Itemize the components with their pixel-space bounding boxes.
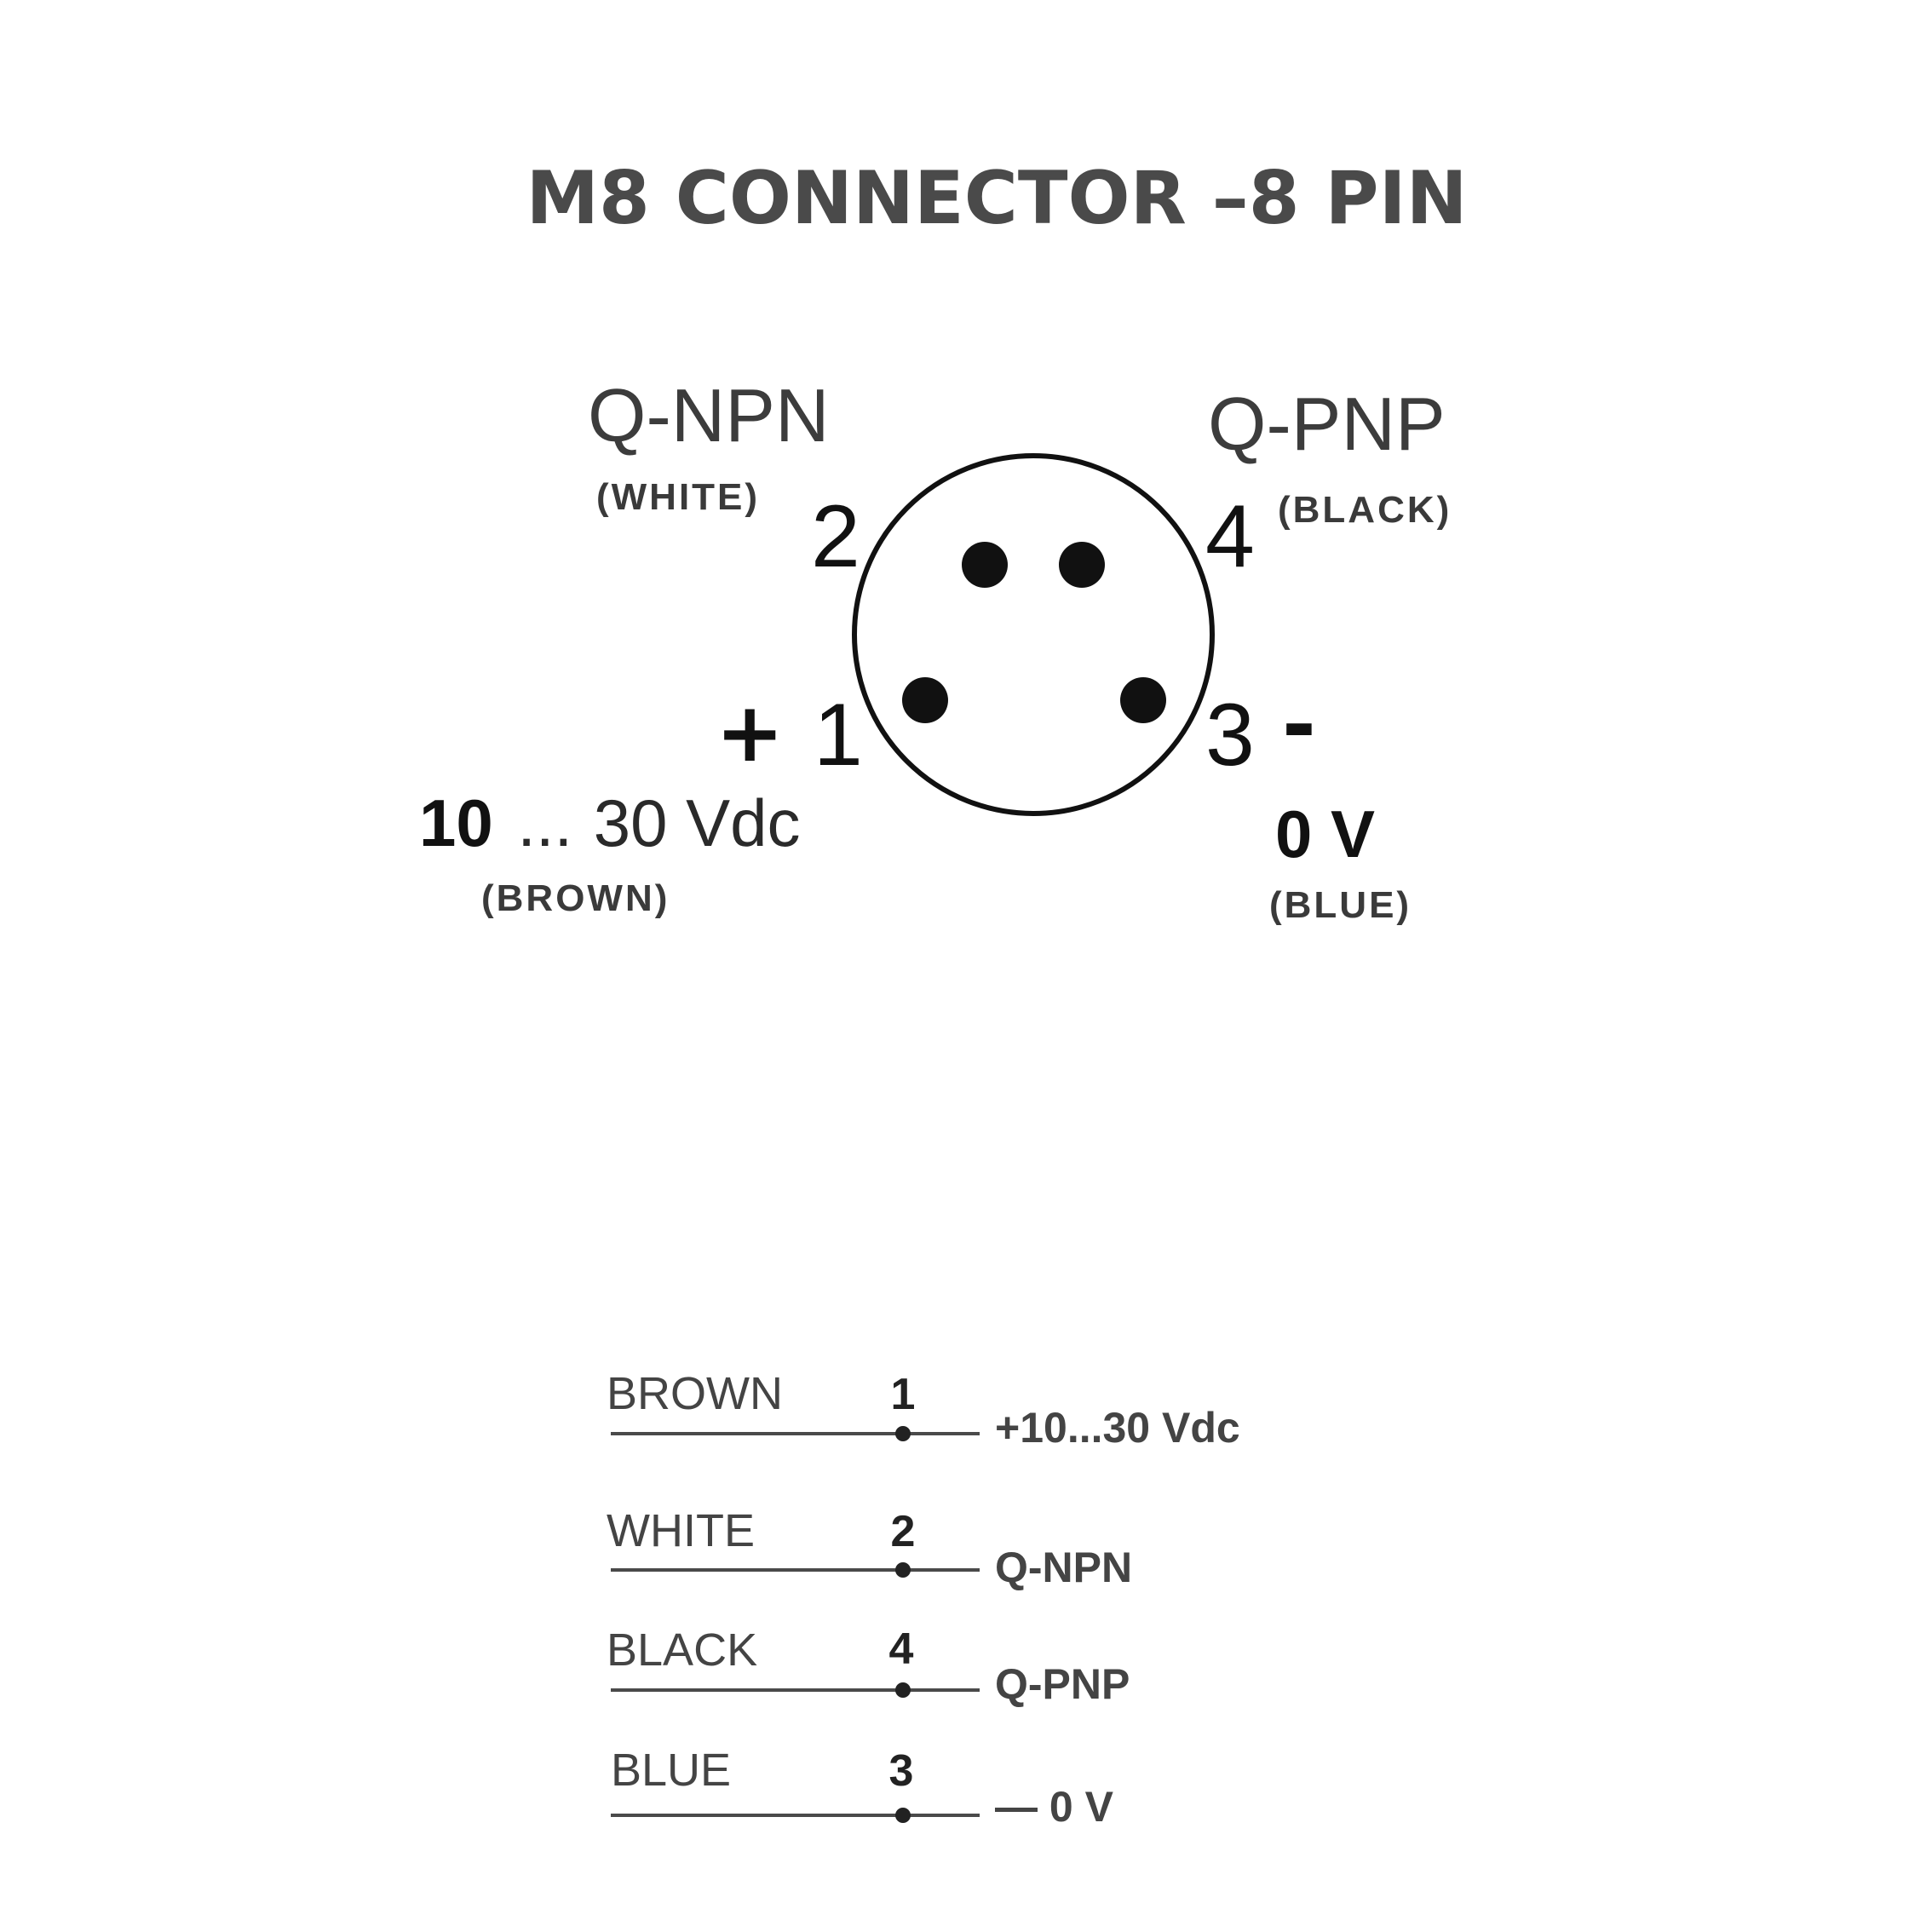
pin-3-wire-color: (BLUE) <box>1269 884 1412 926</box>
wire-pin-number: 1 <box>891 1370 916 1419</box>
wiring-table: BROWN 1 +10...30 Vdc WHITE 2 Q-NPN BLACK… <box>607 1368 1240 1831</box>
wire-function: +10...30 Vdc <box>995 1404 1240 1452</box>
wire-junction <box>895 1562 911 1578</box>
pin-1-supply: 10 ... 30 Vdc <box>419 785 801 860</box>
wire-row-blue: BLUE 3 — 0 V <box>611 1745 1114 1831</box>
pin-4-callout: Q-PNP (BLACK) 4 <box>1205 382 1452 586</box>
pin-1-polarity: + <box>716 685 784 780</box>
pin-1-callout: + 1 10 ... 30 Vdc (BROWN) <box>419 685 863 919</box>
pin-2-signal: Q-NPN <box>588 373 830 457</box>
connector-face <box>852 453 1215 816</box>
wire-function: Q-PNP <box>995 1660 1130 1708</box>
wire-junction <box>895 1682 911 1698</box>
pin-3-contact <box>1120 677 1166 723</box>
pin-1-contact <box>902 677 948 723</box>
wire-name: BLACK <box>607 1624 757 1676</box>
pin-1-supply-tail: 30 Vdc <box>594 785 801 860</box>
pin-4-signal: Q-PNP <box>1208 382 1446 466</box>
pin-4-wire-color: (BLACK) <box>1278 489 1452 531</box>
wire-function: Q-NPN <box>995 1544 1132 1591</box>
pin-1-wire-color: (BROWN) <box>481 877 670 919</box>
wire-name: BROWN <box>607 1368 783 1419</box>
pin-4-contact <box>1059 542 1105 588</box>
diagram-title: M8 CONNECTOR –8 PIN <box>526 156 1467 241</box>
wire-row-black: BLACK 4 Q-PNP <box>607 1624 1130 1708</box>
wire-pin-number: 2 <box>891 1507 916 1556</box>
pin-1-supply-lead: 10 <box>419 785 493 860</box>
wire-pin-number: 3 <box>889 1746 914 1796</box>
wire-function: — 0 V <box>995 1783 1114 1831</box>
pin-4-number: 4 <box>1205 487 1255 586</box>
pin-3-polarity: - <box>1282 677 1316 773</box>
pin-2-wire-color: (WHITE) <box>596 476 760 518</box>
pin-2-number: 2 <box>811 487 860 586</box>
wire-junction <box>895 1426 911 1441</box>
pin-3-number: 3 <box>1205 686 1255 785</box>
pin-1-number: 1 <box>814 686 863 785</box>
pin-1-supply-ellipsis: ... <box>517 785 572 860</box>
wire-name: WHITE <box>607 1505 755 1556</box>
wire-junction <box>895 1808 911 1823</box>
pin-2-contact <box>962 542 1008 588</box>
wire-name: BLUE <box>611 1745 731 1796</box>
pin-2-callout: Q-NPN (WHITE) 2 <box>588 373 860 586</box>
wire-row-white: WHITE 2 Q-NPN <box>607 1505 1132 1591</box>
wire-pin-number: 4 <box>889 1624 914 1674</box>
connector-outline <box>852 453 1215 816</box>
wire-row-brown: BROWN 1 +10...30 Vdc <box>607 1368 1240 1452</box>
pin-3-supply: 0 V <box>1275 796 1375 871</box>
pin-3-callout: 3 - 0 V (BLUE) <box>1205 677 1412 926</box>
